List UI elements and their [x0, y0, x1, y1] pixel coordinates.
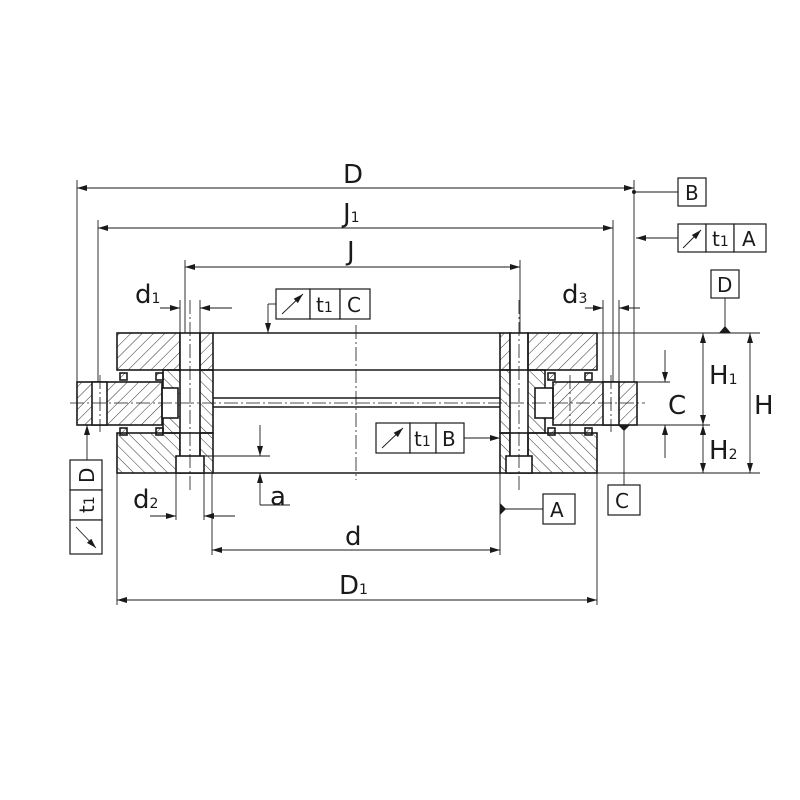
svg-text:t1: t1 — [75, 496, 99, 513]
svg-text:t1: t1 — [316, 293, 333, 317]
svg-text:D: D — [717, 273, 732, 297]
extension-lines — [76, 180, 760, 605]
runout-arrow-icon — [281, 293, 304, 315]
svg-text:D: D — [75, 468, 99, 483]
dim-H1: H1 — [709, 361, 737, 391]
bearing-section — [70, 300, 645, 490]
svg-text:A: A — [742, 227, 756, 251]
tolerance-frame-D: D t1 — [69, 425, 103, 555]
dim-C: C — [668, 391, 686, 421]
tolerance-frame-B: t1 B — [375, 422, 500, 454]
svg-text:B: B — [442, 427, 456, 451]
runout-arrow-icon — [75, 526, 97, 549]
datum-B: B — [632, 177, 707, 207]
svg-text:C: C — [347, 293, 361, 317]
dim-J1: J1 — [341, 199, 360, 229]
tolerance-frame-C: t1 C — [265, 288, 371, 333]
datum-C: C — [607, 425, 641, 516]
svg-text:B: B — [685, 181, 699, 205]
svg-text:C: C — [615, 489, 629, 513]
dim-d3: d3 — [562, 280, 587, 310]
dimension-lines — [77, 185, 753, 603]
dim-D: D — [343, 160, 363, 190]
tolerance-frame-A: t1 A — [636, 223, 767, 253]
svg-text:t1: t1 — [712, 227, 729, 251]
datum-D: D — [710, 269, 740, 333]
svg-text:A: A — [550, 498, 564, 522]
dim-D1: D1 — [339, 571, 368, 601]
dimension-labels: D J1 J d1 d3 d2 a d D1 H1 H C H2 — [133, 160, 774, 601]
datum-A: A — [500, 493, 576, 525]
dim-d2: d2 — [133, 485, 158, 515]
dim-H2: H2 — [709, 436, 737, 466]
dim-H: H — [754, 391, 774, 421]
dim-d: d — [345, 522, 362, 552]
runout-arrow-icon — [381, 427, 404, 449]
dim-a: a — [270, 482, 286, 512]
runout-arrow-icon — [682, 229, 702, 249]
dim-d1: d1 — [135, 280, 160, 310]
svg-text:t1: t1 — [414, 427, 431, 451]
dim-J: J — [345, 237, 355, 267]
